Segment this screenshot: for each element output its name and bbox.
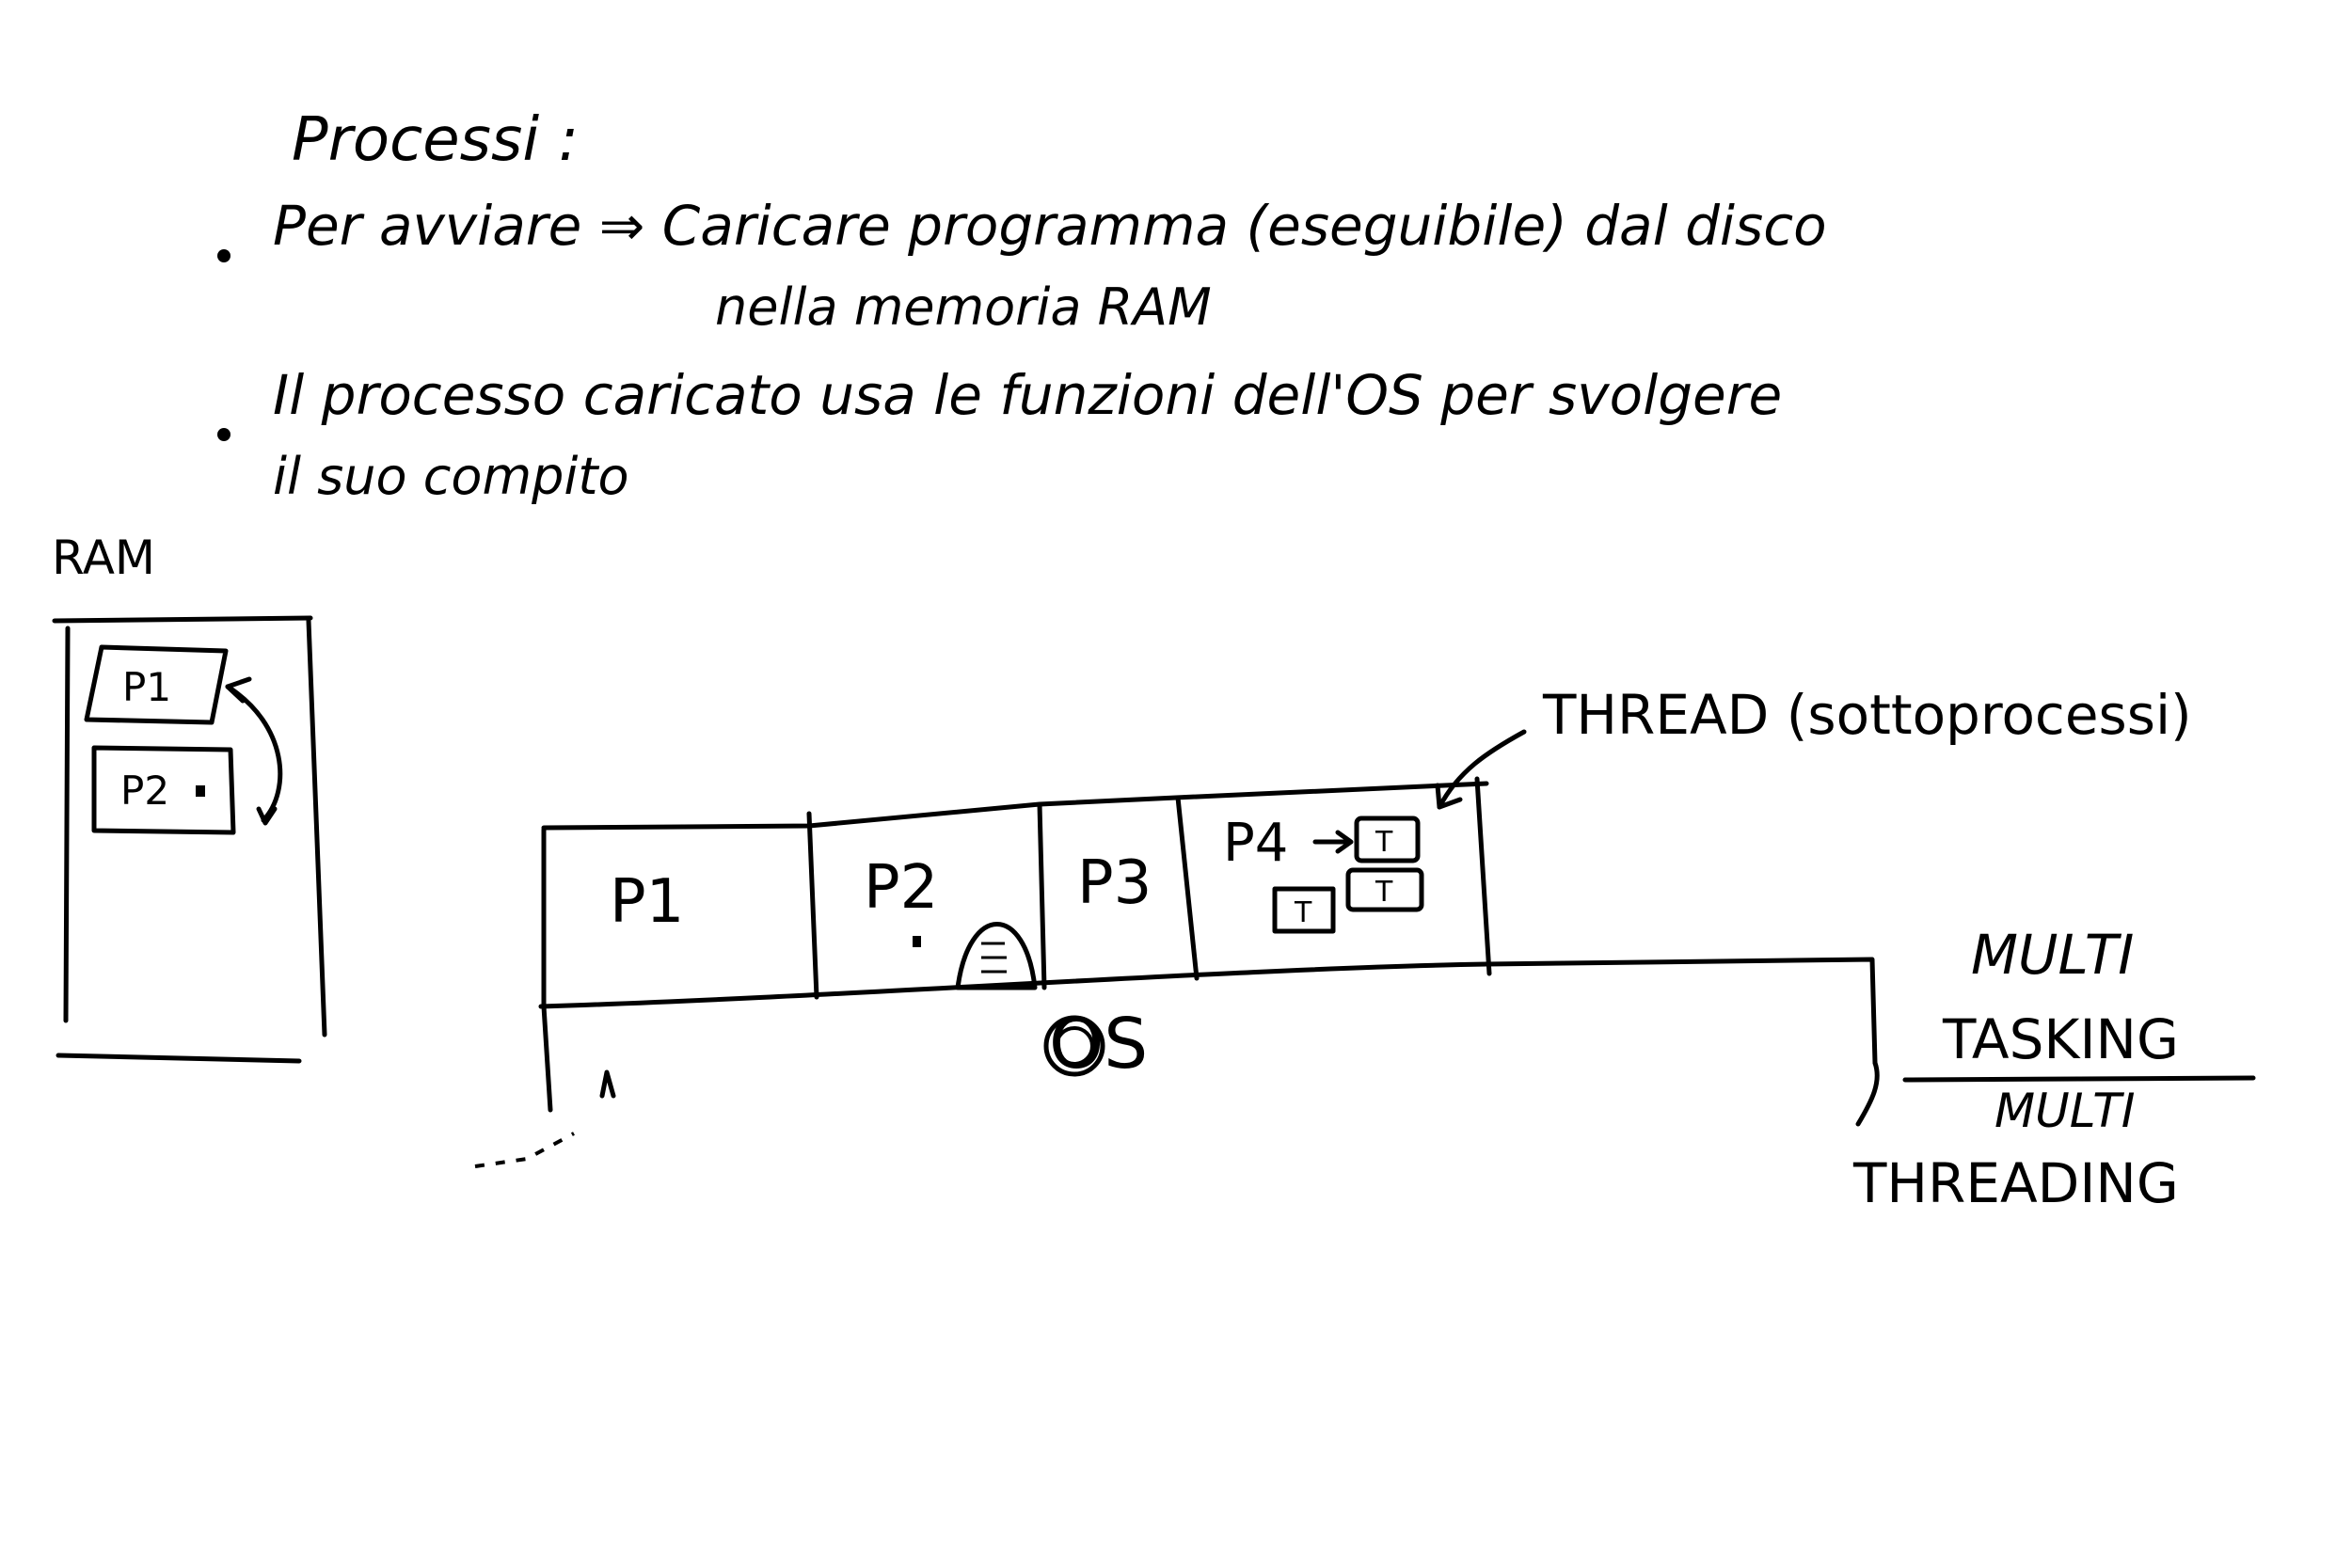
- thread-marker-2: T: [1375, 876, 1393, 909]
- bullet-2-line-1: Il processo caricato usa le funzioni del…: [273, 363, 1782, 427]
- ram-label: RAM: [52, 531, 155, 585]
- os-process-2: P2: [864, 853, 938, 923]
- thread-arrow: [1435, 729, 1527, 810]
- os-label: OS: [1049, 1004, 1148, 1085]
- os-process-4: P4: [1223, 813, 1288, 874]
- ram-diagram: [52, 615, 327, 1064]
- tasking-label: TASKING: [1942, 1007, 2179, 1071]
- bullet-2-line-2: il suo compito: [273, 447, 629, 506]
- ram-process-2: P2: [120, 768, 169, 814]
- ram-p2-mark: [196, 785, 205, 797]
- ram-process-1: P1: [122, 664, 171, 710]
- os-process-3: P3: [1077, 848, 1152, 918]
- multi-label-2: MULTI: [1994, 1084, 2136, 1138]
- bullet-dot: [217, 428, 230, 441]
- threading-label: THREADING: [1852, 1151, 2179, 1215]
- fraction-divider: [1902, 1075, 2256, 1083]
- os-process-1: P1: [610, 867, 684, 937]
- bullet-1-line-1: Per avviare ⇒ Caricare programma (esegui…: [273, 194, 1827, 258]
- thread-note: THREAD (sottoprocessi): [1542, 683, 2192, 747]
- os-bar: [474, 776, 1880, 1168]
- multi-label-1: MULTI: [1971, 923, 2134, 987]
- p4-threads: [1272, 816, 1424, 934]
- thread-marker-1: T: [1375, 826, 1393, 859]
- bullet-dot: [217, 249, 230, 262]
- bullet-1-line-2: nella memoria RAM: [715, 277, 1212, 337]
- thread-marker-3: T: [1294, 896, 1312, 929]
- page-title: Processi :: [292, 105, 579, 175]
